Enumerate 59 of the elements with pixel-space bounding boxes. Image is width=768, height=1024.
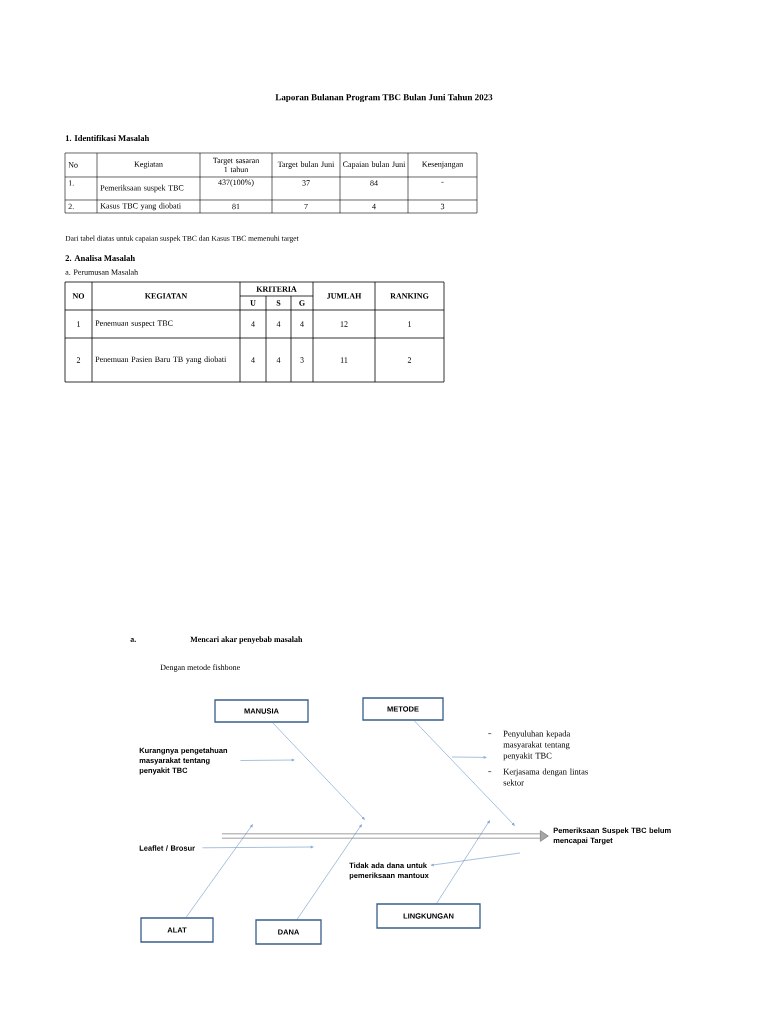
table-cell: 4 <box>251 357 255 363</box>
table-cell: 12 <box>340 321 348 327</box>
table-cell: Target sasaran 1 tahun <box>212 157 260 173</box>
arrow <box>296 824 362 920</box>
arrow <box>430 852 521 867</box>
table-cell: Penemuan suspect TBC <box>95 320 173 328</box>
list-item: Kerjasama dengan lintas sektor <box>503 768 588 786</box>
table-cell: Penemuan Pasien Baru TB yang diobati <box>95 356 227 364</box>
table-cell: 4 <box>372 203 376 210</box>
table-cell: 3 <box>300 357 304 363</box>
table-cell: NO <box>72 293 85 299</box>
spine-arrow <box>222 830 549 842</box>
table-cell: 3 <box>440 203 445 210</box>
arrow <box>451 756 487 759</box>
table-cell: 437(100%) <box>218 179 254 187</box>
table-cell: Kasus TBC yang diobati <box>100 202 181 211</box>
table-cell: Pemeriksaan suspek TBC <box>100 184 184 193</box>
section-heading: 1. Identifikasi Masalah <box>65 134 150 142</box>
table-cell: 2. <box>68 203 74 210</box>
section-heading: 2. Analisa Masalah <box>65 255 135 261</box>
subheading: Dengan metode fishbone <box>160 664 240 672</box>
table-cell: KRITERIA <box>256 286 297 292</box>
arrow <box>413 720 515 826</box>
list-marker: a. <box>130 638 136 642</box>
table-cell: Kesenjangan <box>422 161 464 169</box>
table-cell: 2 <box>76 357 81 363</box>
arrow <box>185 824 253 918</box>
table-cell: 4 <box>251 321 255 327</box>
table-cell: - <box>441 181 444 183</box>
table-cell: G <box>299 300 305 306</box>
arrow <box>240 758 295 762</box>
table-cell: 4 <box>276 357 281 363</box>
table-cell: JUMLAH <box>327 293 362 299</box>
table-cell: 7 <box>304 203 308 210</box>
table-cell: 2 <box>407 357 412 363</box>
table-cell: 4 <box>300 321 304 327</box>
table-cell: 1 <box>408 321 411 327</box>
table-cell: U <box>250 300 256 306</box>
arrow <box>202 845 314 849</box>
table-cell: 1. <box>68 180 74 186</box>
arrow <box>436 820 490 904</box>
table-cell: 4 <box>276 321 281 327</box>
table-cell: Target bulan Juni <box>277 161 335 169</box>
table-cell: 81 <box>232 203 240 210</box>
table-cell: 84 <box>370 180 378 186</box>
table-cell: 37 <box>302 180 310 186</box>
list-item: Penyuluhan kepada masyarakat tentang penyakit TBC <box>503 730 571 761</box>
table-cell: 1 <box>77 321 80 327</box>
arrow <box>272 722 365 820</box>
table-cell: No <box>68 162 78 168</box>
table-cell: S <box>276 300 281 306</box>
subheading: a. Perumusan Masalah <box>65 269 138 275</box>
table-cell: Capaian bulan Juni <box>343 161 406 169</box>
table-cell: RANKING <box>390 293 429 299</box>
table-cell: KEGIATAN <box>144 293 188 299</box>
section-heading: Mencari akar penyebab masalah <box>190 636 303 644</box>
title: Laporan Bulanan Program TBC Bulan Juni Tahun 2023 <box>275 93 493 103</box>
table-cell: 11 <box>340 357 348 363</box>
table-cell: Kegiatan <box>134 161 163 169</box>
